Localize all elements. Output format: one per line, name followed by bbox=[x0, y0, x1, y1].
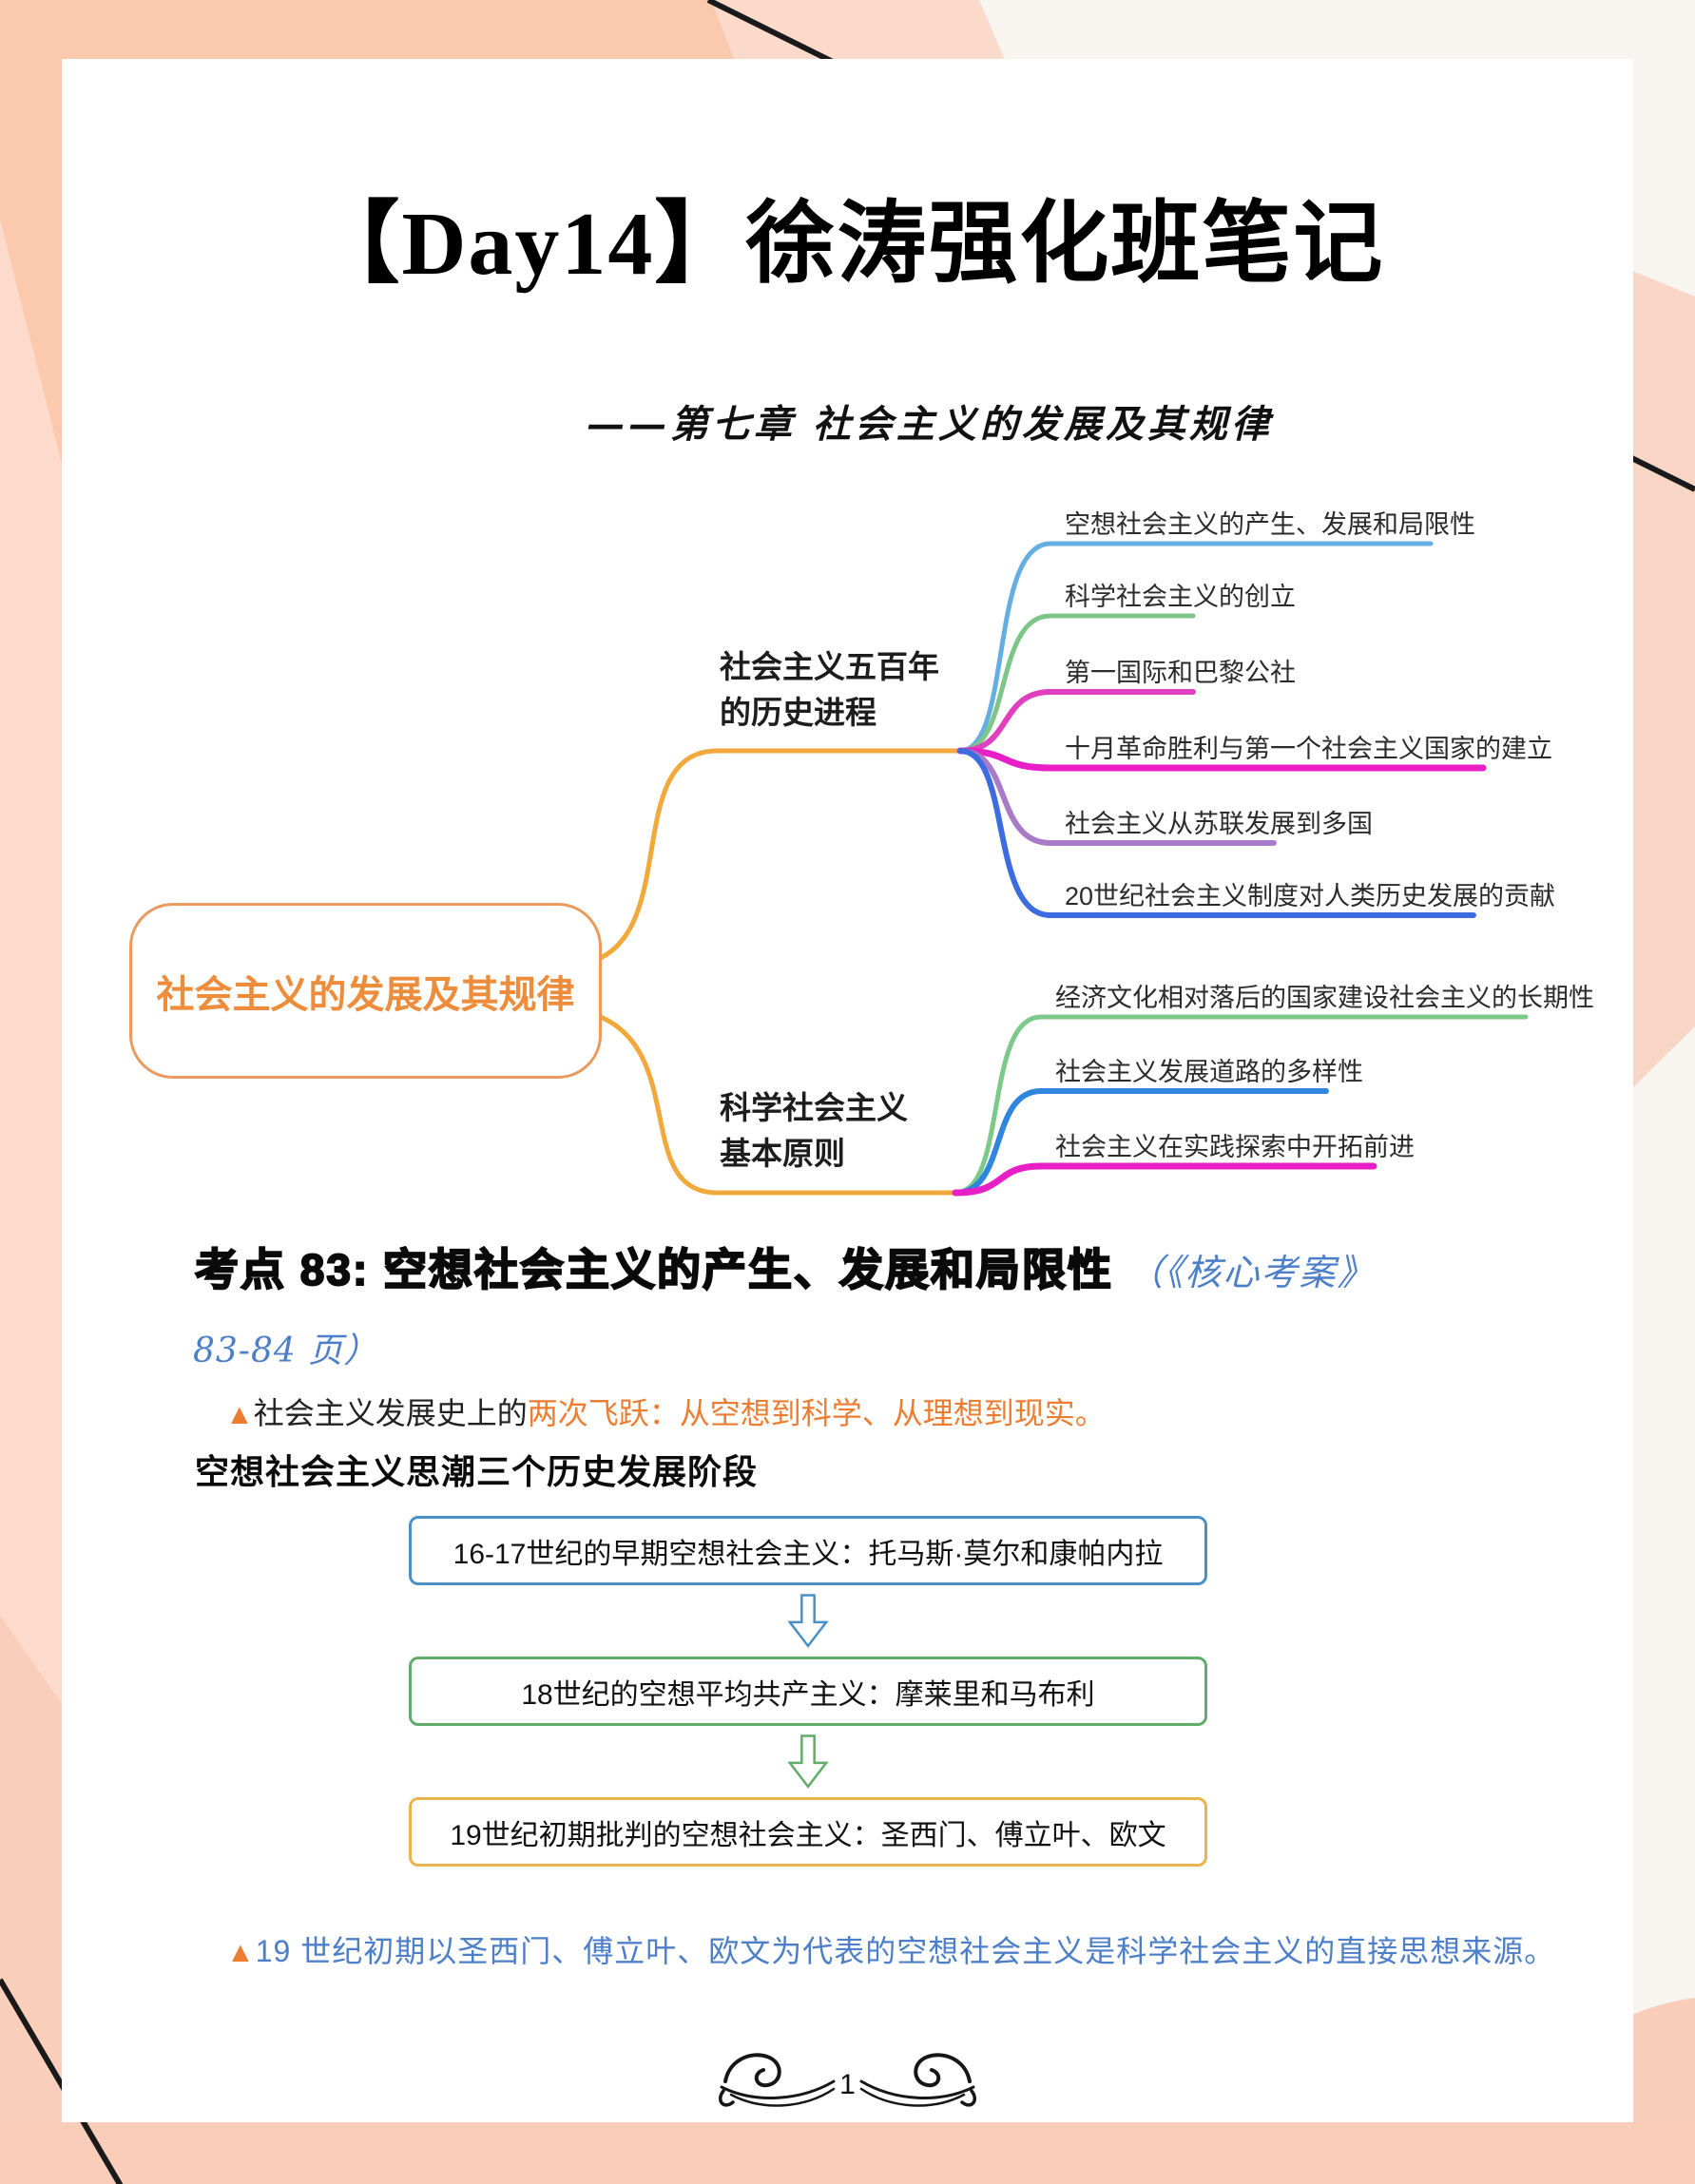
exam-point-source-pages: 83-84 页） bbox=[193, 1331, 379, 1370]
flourish-right-icon bbox=[859, 2053, 976, 2107]
mindmap: 社会主义的发展及其规律 社会主义五百年 的历史进程 科学社会主义 基本原则 空想… bbox=[62, 494, 1594, 1255]
note-direct-source-text: 19 世纪初期以圣西门、傅立叶、欧文为代表的空想社会主义是科学社会主义的直接思想… bbox=[255, 1934, 1556, 1968]
exam-point-heading: 考点 83: 空想社会主义的产生、发展和局限性 （《核心考案》 bbox=[194, 1236, 1376, 1298]
page-footer: 1 bbox=[62, 2043, 1633, 2116]
mindmap-child-label: 科学社会主义的创立 bbox=[1065, 583, 1296, 611]
page-subtitle: ——第七章 社会主义的发展及其规律 bbox=[587, 402, 1273, 447]
bg-right-peach-band bbox=[1632, 271, 1695, 1088]
branch-line bbox=[953, 1088, 1329, 1196]
trunk-line-bottom bbox=[593, 1012, 958, 1196]
mindmap-child-label: 社会主义发展道路的多样性 bbox=[1055, 1058, 1363, 1086]
flow-arrow-down-2 bbox=[784, 1726, 832, 1797]
mindmap-child-label: 经济文化相对落后的国家建设社会主义的长期性 bbox=[1055, 984, 1594, 1012]
mindmap-child-label: 社会主义从苏联发展到多国 bbox=[1065, 810, 1373, 838]
note-two-leaps-orange: 两次飞跃：从空想到科学、从理想到现实。 bbox=[527, 1396, 1106, 1430]
mindmap-child-label: 20世纪社会主义制度对人类历史发展的贡献 bbox=[1065, 882, 1556, 910]
mindmap-child-label: 社会主义在实践探索中开拓前进 bbox=[1055, 1133, 1415, 1161]
branch-line bbox=[952, 1162, 1377, 1197]
mindmap-child-label: 第一国际和巴黎公社 bbox=[1065, 659, 1296, 687]
mindmap-branch-label: 科学社会主义 基本原则 bbox=[720, 1085, 908, 1177]
mindmap-branch-label: 社会主义五百年 的历史进程 bbox=[720, 644, 939, 736]
branch-line bbox=[957, 689, 1196, 754]
branch-label-line: 的历史进程 bbox=[720, 695, 876, 730]
note-page: 【Day14】徐涛强化班笔记 ——第七章 社会主义的发展及其规律 社会主义的发展… bbox=[62, 59, 1633, 2122]
branch-line bbox=[957, 541, 1434, 754]
branch-label-line: 社会主义五百年 bbox=[720, 649, 939, 684]
flourish-left-icon bbox=[719, 2053, 836, 2107]
down-arrow-icon bbox=[787, 1734, 829, 1789]
flowchart: 16-17世纪的早期空想社会主义：托马斯·莫尔和康帕内拉 18世纪的空想平均共产… bbox=[409, 1516, 1207, 1867]
trunk-line-top bbox=[593, 748, 963, 963]
mindmap-root-node: 社会主义的发展及其规律 bbox=[129, 903, 602, 1079]
branch-line bbox=[957, 748, 1476, 918]
mindmap-child-label: 空想社会主义的产生、发展和局限性 bbox=[1065, 510, 1475, 539]
bg-top-light-band bbox=[711, 0, 1008, 67]
branch-line bbox=[957, 613, 1196, 754]
exam-point-title: 考点 83: 空想社会主义的产生、发展和局限性 bbox=[194, 1244, 1114, 1295]
triangle-marker-icon: ▲ bbox=[225, 1399, 254, 1430]
page-number: 1 bbox=[839, 2069, 856, 2100]
mindmap-lines bbox=[593, 541, 1529, 1197]
branch-label-line: 科学社会主义 bbox=[720, 1090, 908, 1125]
flow-box-3: 19世纪初期批判的空想社会主义：圣西门、傅立叶、欧文 bbox=[409, 1797, 1207, 1867]
flow-arrow-down-1 bbox=[784, 1585, 832, 1657]
down-arrow-icon bbox=[787, 1593, 829, 1648]
bg-bottom-strip bbox=[0, 2122, 1695, 2184]
flow-section-heading: 空想社会主义思潮三个历史发展阶段 bbox=[195, 1452, 759, 1491]
triangle-marker-icon: ▲ bbox=[226, 1937, 256, 1968]
mindmap-child-label: 十月革命胜利与第一个社会主义国家的建立 bbox=[1065, 735, 1552, 763]
note-two-leaps-black: 社会主义发展史上的 bbox=[253, 1396, 528, 1430]
flow-box-2: 18世纪的空想平均共产主义：摩莱里和马布利 bbox=[409, 1657, 1207, 1726]
branch-label-line: 基本原则 bbox=[720, 1136, 845, 1171]
note-two-leaps: ▲社会主义发展史上的两次飞跃：从空想到科学、从理想到现实。 bbox=[225, 1389, 1106, 1433]
exam-point-source: （《核心考案》 bbox=[1127, 1252, 1376, 1293]
branch-line bbox=[953, 1014, 1529, 1196]
flow-box-1: 16-17世纪的早期空想社会主义：托马斯·莫尔和康帕内拉 bbox=[409, 1516, 1207, 1585]
note-direct-source: ▲19 世纪初期以圣西门、傅立叶、欧文为代表的空想社会主义是科学社会主义的直接思… bbox=[190, 1920, 1570, 1984]
page-title: 【Day14】徐涛强化班笔记 bbox=[310, 195, 1385, 294]
